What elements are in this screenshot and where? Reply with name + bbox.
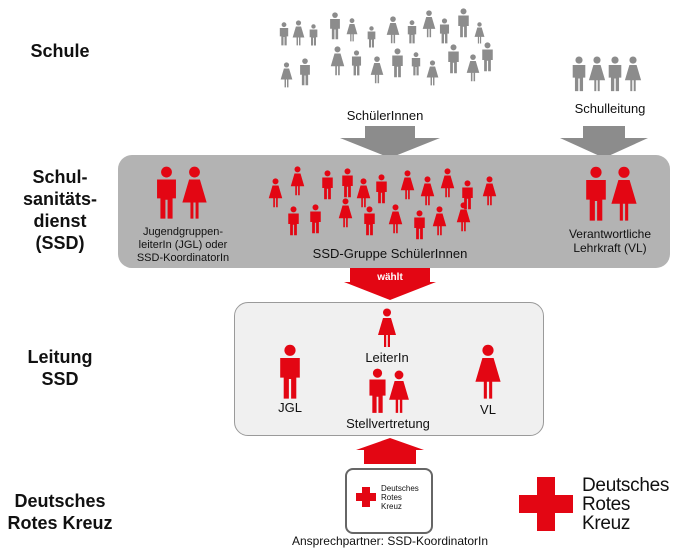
person-female-icon: [338, 198, 353, 228]
person-female-icon: [388, 204, 403, 234]
arrow-down-icon: [560, 126, 648, 158]
person-female-icon: [420, 176, 435, 206]
person-male-icon: [392, 48, 403, 78]
person-female-icon: [611, 166, 637, 221]
person-female-icon: [292, 20, 305, 46]
person-male-icon: [364, 206, 375, 236]
school-leadership-label: Schulleitung: [574, 101, 646, 116]
person-male-icon: [351, 50, 362, 76]
person-male-icon: [367, 26, 376, 48]
person-female-icon: [290, 166, 305, 196]
ssd-group-label: SSD-Gruppe SchülerInnen: [312, 246, 468, 261]
person-male-icon: [414, 210, 425, 240]
school-leadership-figures: [570, 56, 650, 96]
person-female-icon: [422, 10, 436, 38]
person-male-icon: [157, 166, 176, 219]
person-male-icon: [411, 52, 421, 76]
person-male-icon: [458, 8, 469, 38]
person-male-icon: [309, 24, 318, 46]
jgl-leader-label: JGL: [278, 400, 302, 415]
person-female-icon: [400, 170, 415, 200]
person-female-icon: [432, 206, 447, 236]
person-female-icon: [389, 370, 409, 413]
person-male-icon: [310, 204, 321, 234]
vl-leader-label: VL: [480, 402, 496, 417]
person-female-icon: [456, 202, 471, 232]
person-male-icon: [369, 368, 386, 413]
red-cross-icon: [356, 487, 376, 507]
person-female-icon: [280, 62, 293, 88]
person-female-icon: [386, 16, 400, 44]
person-male-icon: [572, 56, 586, 92]
person-female-icon: [466, 54, 480, 82]
drk-contact-card: Deutsches Rotes Kreuz: [345, 468, 433, 534]
vl-label: Verantwortliche Lehrkraft (VL): [568, 227, 652, 255]
students-label: SchülerInnen: [346, 108, 424, 123]
person-male-icon: [322, 170, 333, 200]
person-male-icon: [482, 42, 493, 72]
jgl-figures: [153, 162, 213, 222]
person-male-icon: [288, 206, 299, 236]
person-male-icon: [407, 20, 417, 44]
arrow-down-icon: [344, 268, 436, 300]
person-female-icon: [624, 56, 642, 92]
leiterin-label: LeiterIn: [365, 350, 409, 365]
person-female-icon: [474, 22, 485, 44]
arrow-up-icon: [356, 438, 424, 464]
drk-logo-text: Deutsches Rotes Kreuz: [582, 475, 670, 534]
person-female-icon: [482, 176, 497, 206]
drk-contact-label: Ansprechpartner: SSD-KoordinatorIn: [291, 534, 489, 548]
person-female-icon: [378, 308, 396, 347]
person-male-icon: [608, 56, 622, 92]
jgl-leader-figure: [276, 344, 304, 400]
stellvertretung-figures: [366, 368, 410, 414]
red-cross-icon: [519, 477, 573, 531]
person-male-icon: [330, 12, 340, 40]
stellvertretung-label: Stellvertretung: [346, 416, 430, 431]
person-male-icon: [280, 344, 300, 399]
row-label-schule: Schule: [30, 41, 90, 61]
person-female-icon: [330, 46, 345, 76]
person-female-icon: [356, 178, 371, 208]
person-female-icon: [426, 60, 439, 86]
person-male-icon: [586, 166, 606, 221]
person-female-icon: [370, 56, 384, 84]
person-male-icon: [300, 58, 310, 86]
person-female-icon: [346, 18, 358, 42]
person-female-icon: [268, 178, 283, 208]
person-male-icon: [448, 44, 459, 74]
jgl-label: Jugendgruppen- leiterIn (JGL) oder SSD-K…: [136, 226, 230, 264]
person-female-icon: [440, 168, 455, 198]
person-male-icon: [376, 174, 387, 204]
person-male-icon: [342, 168, 353, 198]
person-female-icon: [588, 56, 606, 92]
person-male-icon: [439, 18, 450, 44]
arrow-down-icon: [340, 126, 440, 158]
leiterin-figure: [375, 308, 399, 348]
vl-figures: [582, 164, 642, 224]
row-label-ssd: Schul- sanitäts- dienst (SSD): [22, 167, 98, 253]
students-crowd: [270, 4, 493, 104]
person-female-icon: [475, 344, 501, 399]
row-label-drk: Deutsches Rotes Kreuz: [7, 491, 113, 533]
ssd-group-figures: [260, 160, 510, 250]
vl-leader-figure: [474, 344, 502, 400]
card-logo-text: Deutsches Rotes Kreuz: [381, 484, 419, 511]
person-male-icon: [279, 22, 289, 46]
waehlt-label: wählt: [377, 272, 403, 283]
person-female-icon: [182, 166, 207, 219]
row-label-leitung: Leitung SSD: [27, 347, 93, 389]
